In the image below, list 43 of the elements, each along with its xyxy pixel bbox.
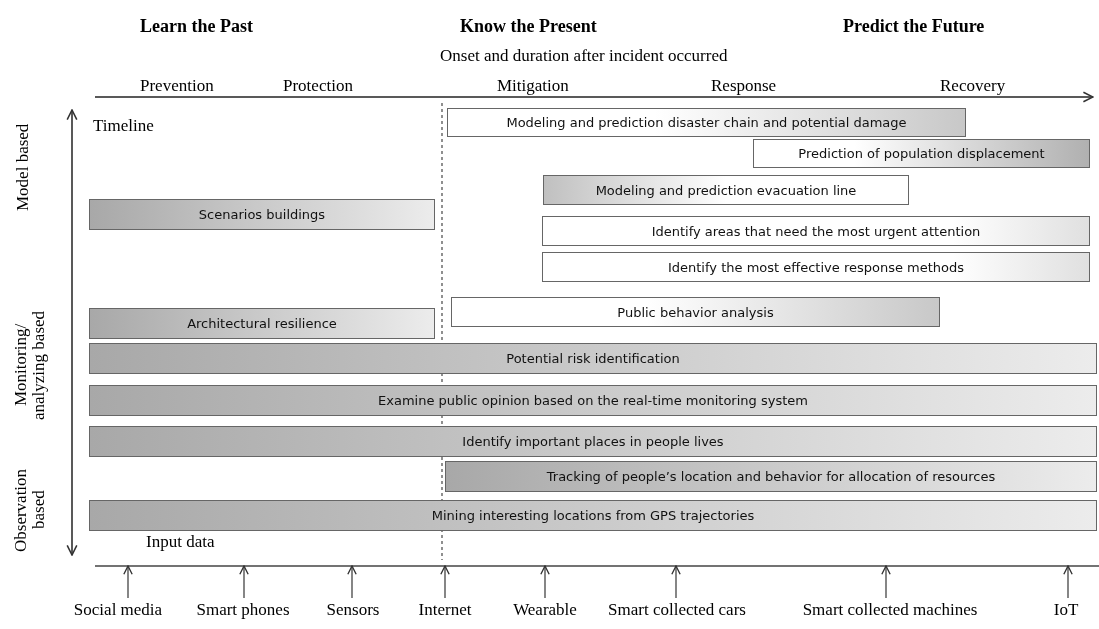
activity-bar: Architectural resilience [89,308,435,339]
section-heading: Predict the Future [843,16,985,37]
section-heading: Learn the Past [140,16,253,37]
activity-bar: Potential risk identification [89,343,1097,374]
arrow [1063,565,1073,599]
axis-category-label: Monitoring/ analyzing based [12,309,49,422]
activity-bar: Identify the most effective response methods [542,252,1090,282]
activity-bar: Prediction of population displacement [753,139,1090,168]
arrow [881,565,891,599]
activity-bar: Tracking of people’s location and behavior for allocation of resources [445,461,1097,492]
phase-label: Protection [283,76,353,96]
section-heading: Know the Present [460,16,597,37]
activity-bar: Scenarios buildings [89,199,435,230]
input-source-label: Wearable [513,600,577,620]
activity-bar: Mining interesting locations from GPS trajectories [89,500,1097,531]
activity-bar: Public behavior analysis [451,297,940,327]
activity-bar: Modeling and prediction disaster chain and potential damage [447,108,966,137]
activity-bar: Identify important places in people lives [89,426,1097,457]
activity-bar: Modeling and prediction evacuation line [543,175,909,205]
input-source-label: IoT [1053,600,1079,620]
arrow [239,565,249,599]
input-source-label: Sensors [326,600,380,620]
arrow [347,565,357,599]
input-source-label: Smart phones [196,600,290,620]
axis-end-label: Input data [146,532,215,552]
arrow [671,565,681,599]
phase-label: Recovery [940,76,1006,96]
activity-bar: Examine public opinion based on the real-time monitoring system [89,385,1097,416]
input-source-label: Internet [418,600,472,620]
phase-label: Response [711,76,777,96]
axis-end-label: Timeline [93,116,154,136]
axis-caption: Onset and duration after incident occurred [440,46,728,66]
input-source-label: Smart collected machines [802,600,978,620]
arrow [440,565,450,599]
arrow [123,565,133,599]
axis-category-label: Observation based [12,467,49,554]
activity-bar: Identify areas that need the most urgent attention [542,216,1090,246]
phase-label: Prevention [140,76,214,96]
input-source-label: Social media [73,600,163,620]
input-source-label: Smart collected cars [608,600,746,620]
arrow [540,565,550,599]
phase-label: Mitigation [497,76,569,96]
axis-category-label: Model based [14,122,33,214]
